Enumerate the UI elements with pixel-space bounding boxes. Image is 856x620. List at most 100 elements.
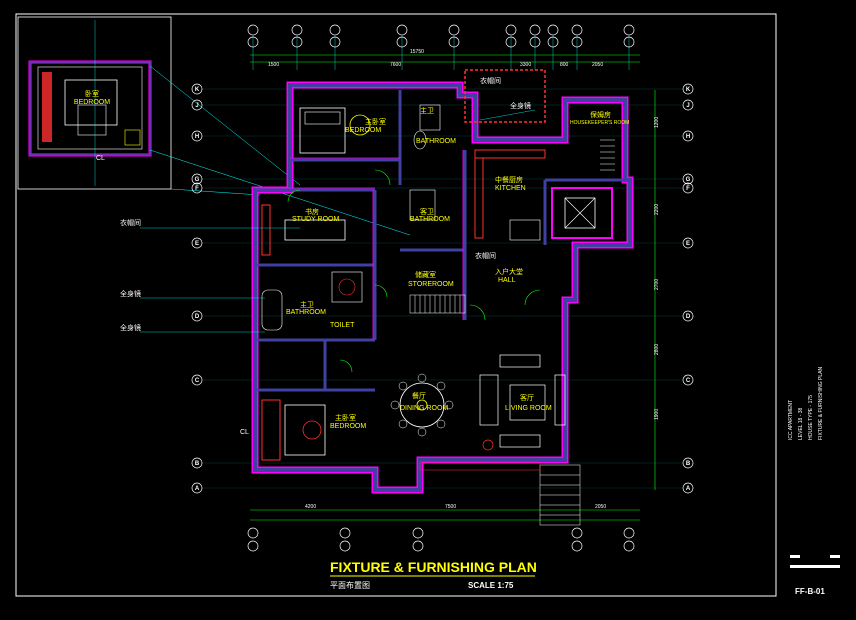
top-dimension-chain: 15750 1500 7600 3300 800 2050 <box>247 24 640 70</box>
bath-left-cn: 主卫 <box>300 300 314 309</box>
right-dim-3: 2700 <box>654 279 660 290</box>
bottom-dimension-chain: 4200 7500 2050 <box>247 504 640 552</box>
bottom-grid-bubble <box>571 540 583 552</box>
svg-text:E: E <box>195 241 199 247</box>
tb-project: ICC APARTMENT <box>788 400 794 440</box>
drawing-title: FIXTURE & FURNISHING PLAN 平面布置图 SCALE 1:… <box>330 559 537 590</box>
top-grid-bubble <box>571 36 583 48</box>
top-grid-bubble <box>247 24 259 36</box>
svg-text:H: H <box>195 134 199 140</box>
bottom-grid-bubble <box>623 527 635 539</box>
row-bubble-right-d: D <box>682 310 694 322</box>
row-bubble-left-g: G <box>191 173 203 185</box>
bottom-grid-bubble <box>339 540 351 552</box>
row-bubble-left-b: B <box>191 457 203 469</box>
study-en: STUDY ROOM <box>292 216 339 223</box>
top-dim-3: 3300 <box>520 62 531 68</box>
dining-table <box>390 373 454 437</box>
right-dim-4: 2800 <box>654 344 660 355</box>
row-bubble-left-d: D <box>191 310 203 322</box>
bottom-grid-bubble <box>571 527 583 539</box>
study-desk <box>261 204 346 256</box>
callout-leaders <box>140 109 536 333</box>
row-bubble-right-k: K <box>682 83 694 95</box>
top-dim-2: 7600 <box>390 62 401 68</box>
exterior-walls <box>251 81 634 494</box>
row-bubble-right-a: A <box>682 482 694 494</box>
top-grid-bubble <box>448 36 460 48</box>
interior-partitions <box>255 90 625 392</box>
sheet-border <box>15 13 777 597</box>
dining-cn: 餐厅 <box>412 391 426 400</box>
top-dim-1: 1500 <box>268 62 279 68</box>
living-sofas <box>479 354 566 451</box>
tb-code: FF-B-01 <box>795 587 825 596</box>
hall-en: HALL <box>498 277 516 284</box>
tb-level: LEVEL 18 - 38 <box>798 407 804 440</box>
svg-text:K: K <box>686 87 691 93</box>
inset-room-en: BEDROOM <box>74 99 110 106</box>
row-bubble-left-j: J <box>191 99 203 111</box>
row-bubble-left-h: H <box>191 130 203 142</box>
row-bubble-left-e: E <box>191 237 203 249</box>
study-cn: 书房 <box>305 207 319 216</box>
svg-text:F: F <box>195 186 199 192</box>
svg-text:C: C <box>195 378 200 384</box>
row-bubble-right-h: H <box>682 130 694 142</box>
top-grid-bubble <box>571 24 583 36</box>
kitchen-cn: 中餐厨房 <box>495 175 523 184</box>
door-swings <box>287 169 541 373</box>
bottom-grid-bubble <box>623 540 635 552</box>
svg-text:C: C <box>686 378 691 384</box>
svg-text:D: D <box>195 314 200 320</box>
top-dim-4: 800 <box>560 62 569 68</box>
balcony-outline <box>464 69 546 123</box>
storeroom-en: STOREROOM <box>408 281 454 288</box>
kitchen-en: KITCHEN <box>495 185 526 192</box>
callout-5: 衣帽间 <box>480 76 501 85</box>
tb-house-type: HOUSE TYPE - 175 <box>808 395 814 440</box>
top-grid-bubble <box>329 36 341 48</box>
right-dim-5: 1900 <box>654 409 660 420</box>
top-grid-bubble <box>329 24 341 36</box>
storeroom-shelves <box>409 294 466 314</box>
callout-1: 衣帽间 <box>120 218 141 227</box>
storeroom-cn: 储藏室 <box>415 270 436 279</box>
right-dimension-chain: 1200 2200 2700 2800 1900 <box>654 90 660 490</box>
ensuite-en: BATHROOM <box>416 138 456 145</box>
svg-text:B: B <box>686 461 691 467</box>
top-grid-bubble <box>247 36 259 48</box>
bedroom-bottom-en: BEDROOM <box>330 423 366 430</box>
callout-6: 衣帽间 <box>475 251 496 260</box>
tb-drawing: FIXTURE & FURNISHING PLAN <box>818 367 824 440</box>
living-cn: 客厅 <box>520 393 534 402</box>
bath-left-en: BATHROOM <box>286 309 326 316</box>
top-grid-bubble <box>529 36 541 48</box>
row-bubble-left-c: C <box>191 374 203 386</box>
bedroom-bed-bottom <box>261 399 326 461</box>
row-bubble-left-f: F <box>191 182 203 194</box>
bottom-grid-bubble <box>412 540 424 552</box>
top-grid-bubble <box>291 36 303 48</box>
svg-text:G: G <box>686 177 691 183</box>
row-bubble-left-a: A <box>191 482 203 494</box>
stair-hatch <box>600 139 615 171</box>
svg-text:B: B <box>195 461 200 467</box>
top-grid-bubble <box>448 24 460 36</box>
row-bubble-left-k: K <box>191 83 203 95</box>
title-block: ICC APARTMENT LEVEL 18 - 38 HOUSE TYPE -… <box>788 367 840 596</box>
housekeeper-en: HOUSEKEEPER'S ROOM <box>570 120 629 126</box>
svg-text:A: A <box>686 486 691 492</box>
ensuite-cn: 主卫 <box>420 106 434 115</box>
bottom-grid-bubble <box>247 540 259 552</box>
top-grid-bubble <box>396 24 408 36</box>
inset-room-cn: 卧室 <box>85 89 99 98</box>
right-dim-2: 2200 <box>654 204 660 215</box>
top-grid-bubble <box>291 24 303 36</box>
master-bedroom-en: BEDROOM <box>345 127 381 134</box>
inset-cl-mark: CL <box>96 155 105 162</box>
bedroom-inset: 卧室 BEDROOM CL <box>17 16 172 190</box>
room-labels: 主卧室 BEDROOM 主卫 BATHROOM 保姆房 HOUSEKEEPER'… <box>240 106 629 436</box>
interior-partition-edges <box>255 150 464 340</box>
